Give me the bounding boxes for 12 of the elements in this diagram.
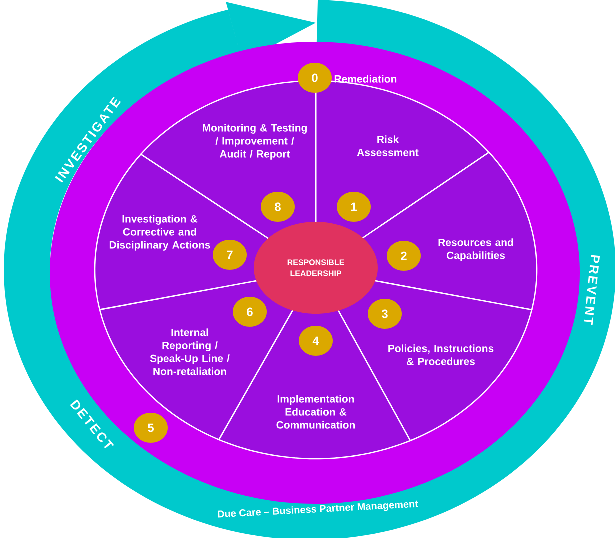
- number-badge: 4: [299, 326, 333, 356]
- number-badge: 1: [337, 192, 371, 222]
- number-badge: 3: [368, 299, 402, 329]
- number-badge: 2: [387, 241, 421, 271]
- number-badge: 0: [298, 63, 332, 93]
- ring-label: Due Care – Business Partner Management: [218, 500, 418, 518]
- number-badge: 8: [261, 192, 295, 222]
- number-badge: 6: [233, 297, 267, 327]
- number-badge: 7: [213, 240, 247, 270]
- ring-label: PREVENT: [584, 255, 600, 326]
- number-badge: 5: [134, 413, 168, 443]
- badge-caption: Remediation: [334, 75, 397, 83]
